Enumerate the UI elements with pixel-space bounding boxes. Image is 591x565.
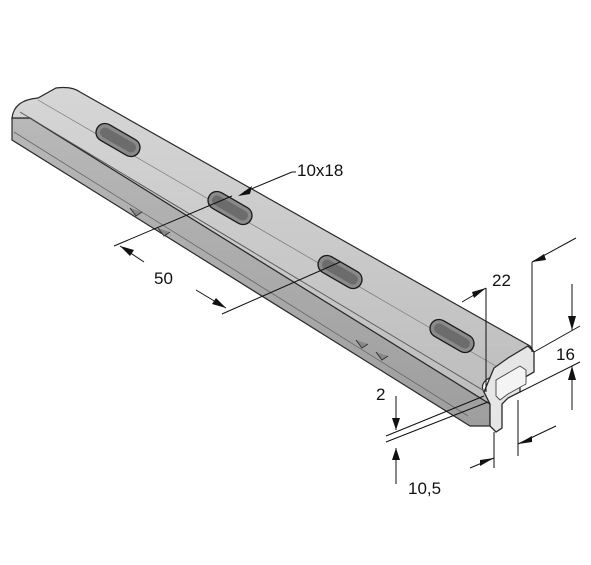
notch xyxy=(157,227,171,237)
dim-opening: 10,5 xyxy=(408,400,557,498)
dim-slot-label: 10x18 xyxy=(297,161,343,180)
dim-height-label: 16 xyxy=(556,345,575,364)
dim-thickness-label: 2 xyxy=(376,385,385,404)
dim-pitch: 50 xyxy=(113,195,341,315)
slot xyxy=(429,318,475,354)
dim-height: 16 xyxy=(519,284,581,410)
lower-edge xyxy=(13,131,469,417)
dim-pitch-label: 50 xyxy=(154,269,173,288)
dim-width: 22 xyxy=(461,237,577,392)
notch xyxy=(375,351,389,361)
top-face xyxy=(11,86,535,406)
slots xyxy=(95,122,475,354)
channel-body xyxy=(11,86,535,433)
side-face xyxy=(11,117,491,427)
dim-opening-label: 10,5 xyxy=(408,479,441,498)
dim-thickness: 2 xyxy=(376,385,489,484)
dim-width-label: 22 xyxy=(492,271,511,290)
slot xyxy=(95,122,141,158)
dim-slot: 10x18 xyxy=(238,161,343,196)
notch xyxy=(129,207,143,217)
notch xyxy=(355,339,369,349)
end-inner xyxy=(495,365,527,401)
slot xyxy=(207,190,253,226)
fold-line xyxy=(19,111,487,393)
